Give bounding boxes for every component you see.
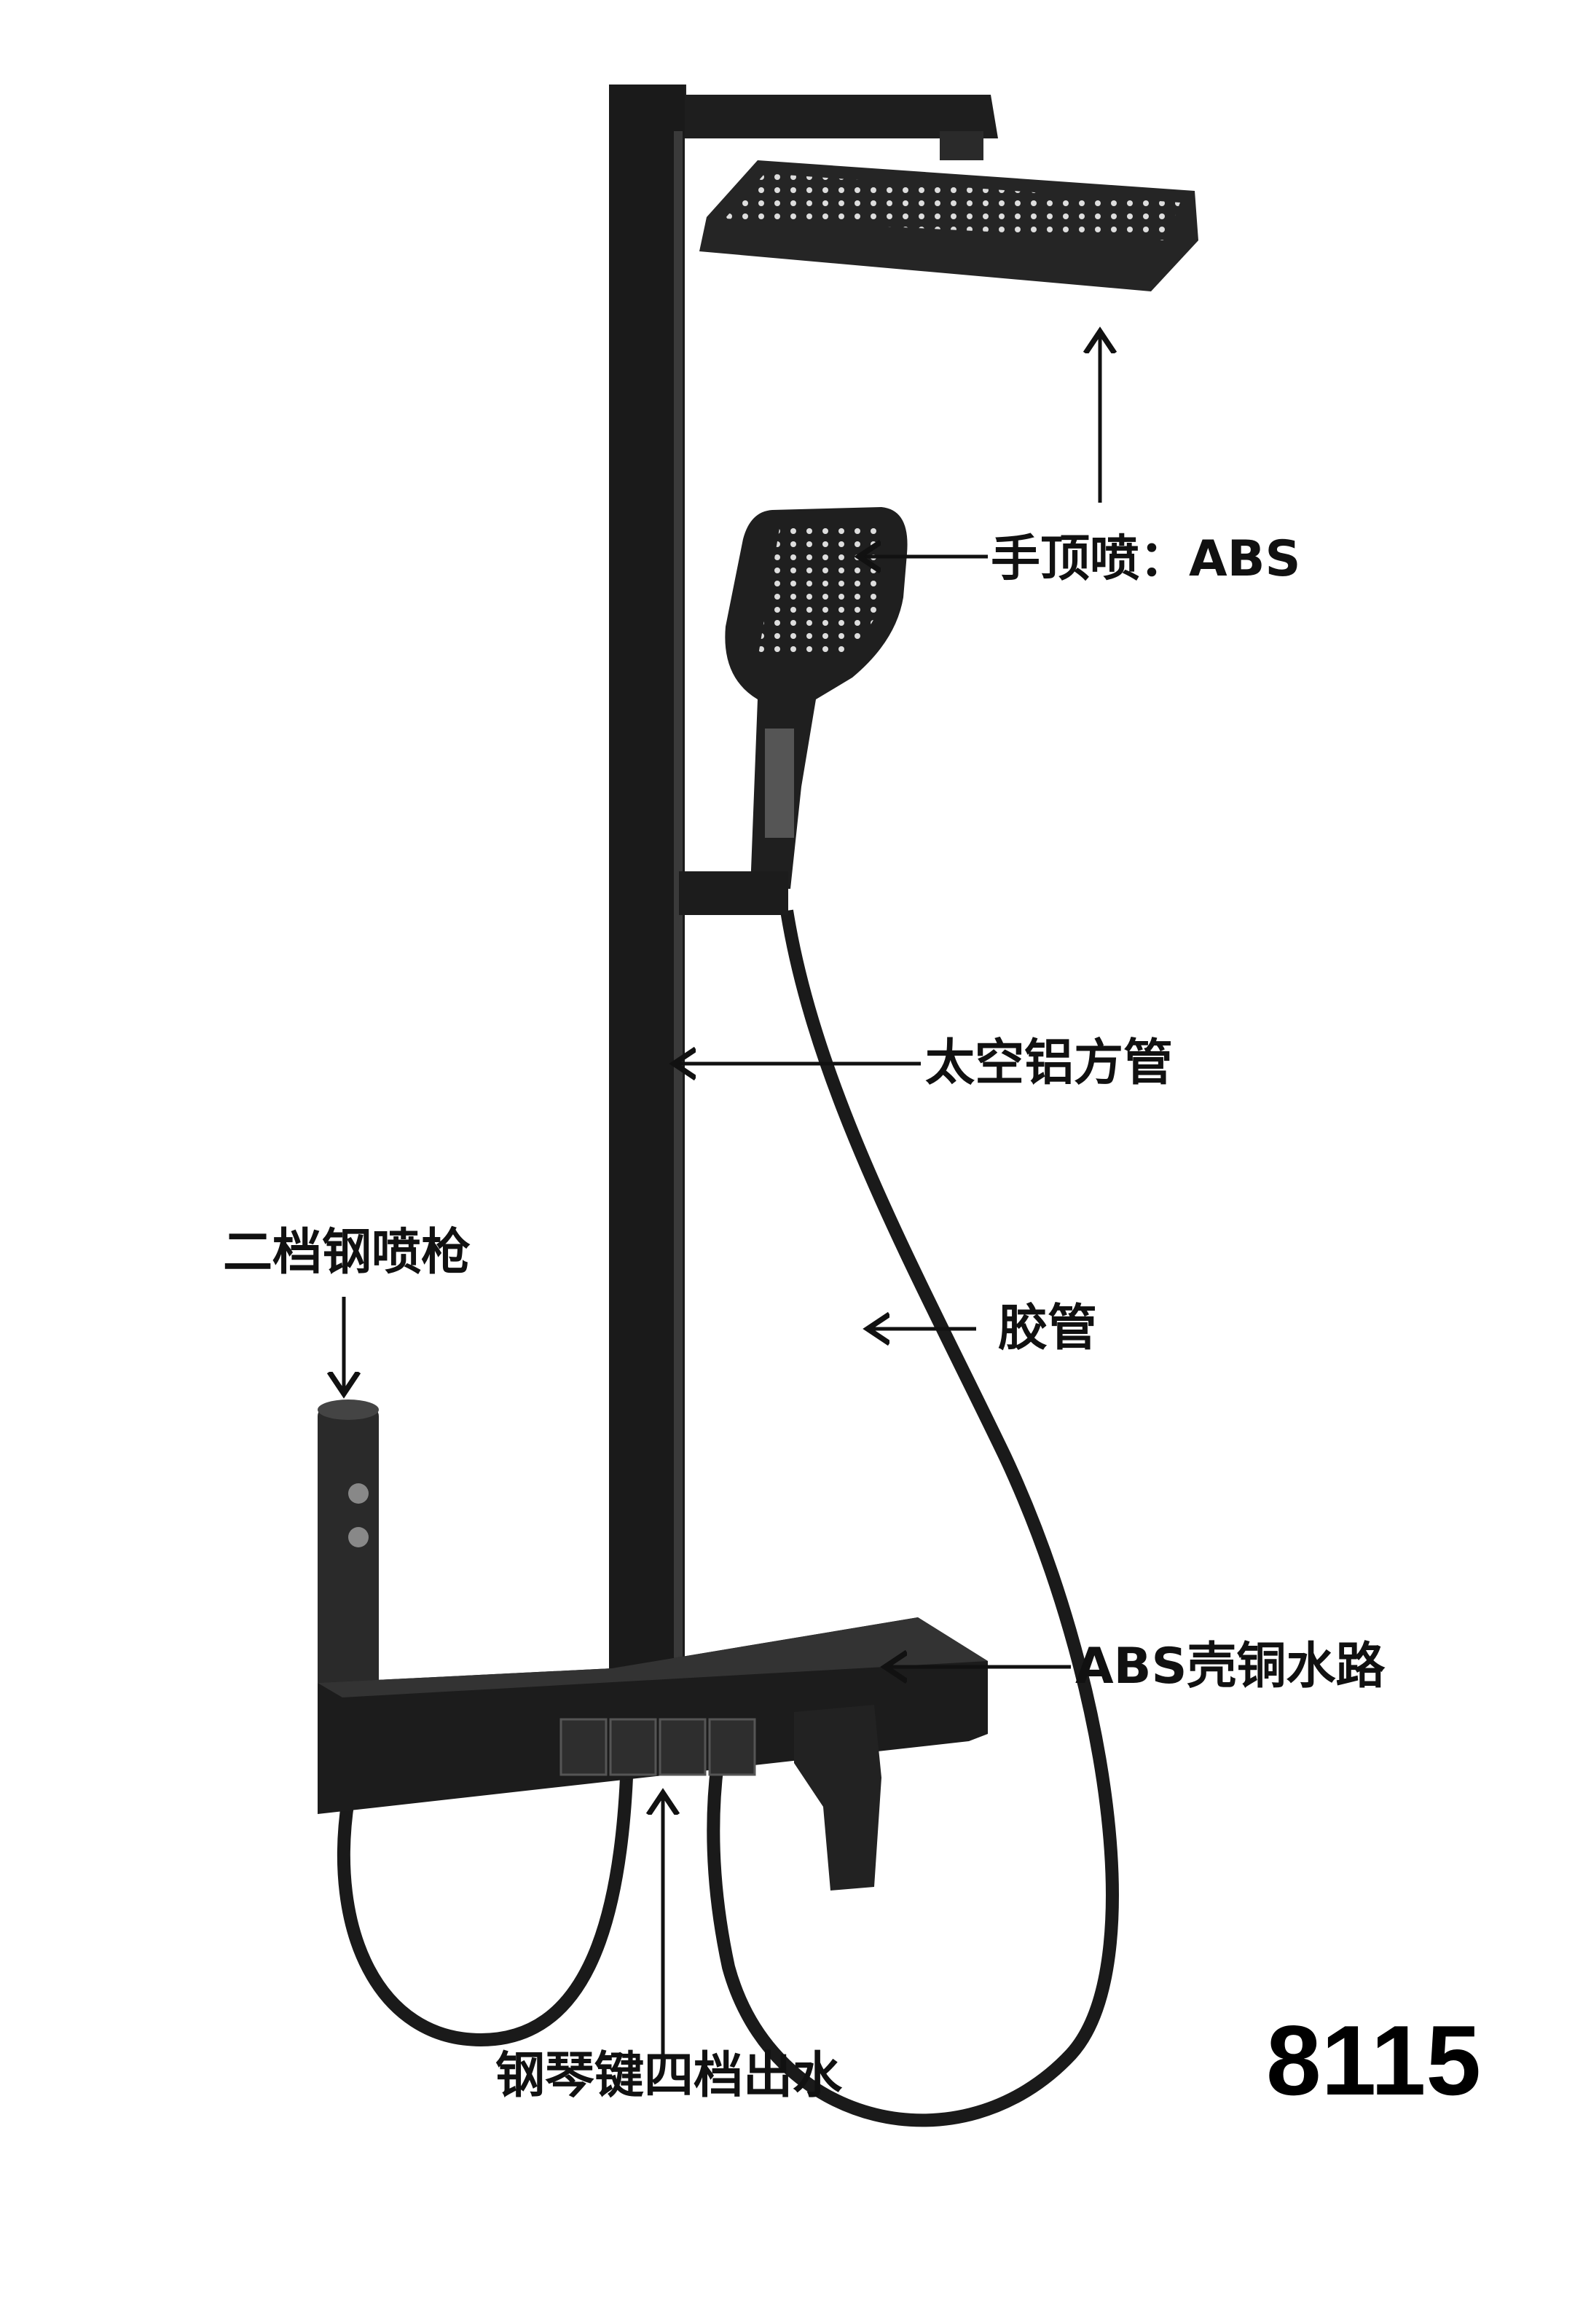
label-hose: 胶管 bbox=[998, 1300, 1098, 1357]
aluminum-square-pipe bbox=[609, 85, 685, 1673]
hand-shower-holder bbox=[679, 871, 788, 915]
piano-key-buttons bbox=[559, 1718, 756, 1776]
spray-gun bbox=[318, 1399, 379, 1697]
hand-shower bbox=[679, 507, 908, 915]
label-head-spray: 手顶喷：ABS bbox=[991, 530, 1301, 588]
annotation-arrows bbox=[344, 335, 1100, 2054]
hose bbox=[707, 909, 1119, 2127]
control-body bbox=[318, 1617, 988, 1891]
spray-gun-hose bbox=[337, 1777, 633, 2047]
rain-shower-head bbox=[699, 160, 1198, 291]
label-pipe: 太空铝方管 bbox=[925, 1035, 1174, 1092]
label-body: ABS壳铜水路 bbox=[1075, 1638, 1386, 1695]
model-number: 8115 bbox=[1266, 2005, 1482, 2116]
label-spray-gun: 二档钢喷枪 bbox=[223, 1224, 471, 1281]
mixer-lever bbox=[794, 1705, 881, 1891]
label-keys: 钢琴键四档出水 bbox=[495, 2047, 843, 2105]
